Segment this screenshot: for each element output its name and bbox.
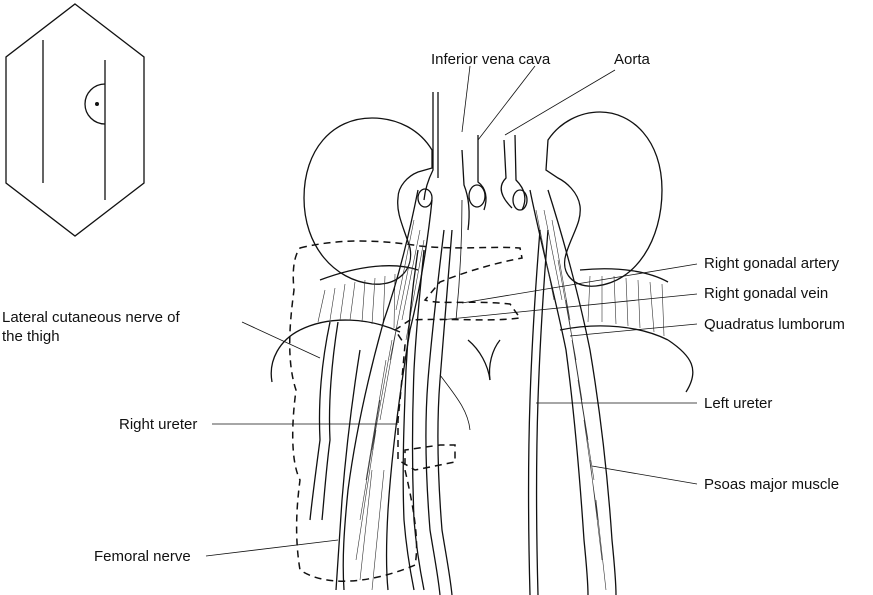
right-ureter: [403, 250, 424, 590]
label-left-ureter: Left ureter: [704, 395, 772, 412]
label-femoral-nerve: Femoral nerve: [94, 548, 191, 565]
label-right-gonadal-artery: Right gonadal artery: [704, 255, 840, 272]
quadratus-lumborum: [271, 266, 693, 392]
lateral-cutaneous-nerve: [310, 322, 338, 520]
label-right-gonadal-vein: Right gonadal vein: [704, 285, 828, 302]
label-right-ureter: Right ureter: [119, 416, 197, 433]
label-inferior-vena-cava: Inferior vena cava: [431, 51, 551, 68]
label-psoas-major: Psoas major muscle: [704, 476, 839, 493]
midline-structures: [440, 340, 500, 430]
left-psoas-major: [530, 190, 616, 595]
left-kidney: [546, 112, 662, 286]
label-lateral-cutaneous-nerve-line2: the thigh: [2, 328, 60, 345]
right-kidney: [304, 118, 432, 284]
leader-lines: [206, 66, 697, 556]
left-ureter: [529, 230, 549, 595]
great-vessels: [418, 92, 527, 230]
label-quadratus-lumborum: Quadratus lumborum: [704, 316, 845, 333]
right-psoas-major: [343, 190, 432, 590]
label-lateral-cutaneous-nerve-line1: Lateral cutaneous nerve of: [2, 309, 180, 326]
label-aorta: Aorta: [614, 51, 651, 68]
hexagon-orientation-icon: [6, 4, 144, 236]
femoral-nerve: [336, 350, 360, 590]
